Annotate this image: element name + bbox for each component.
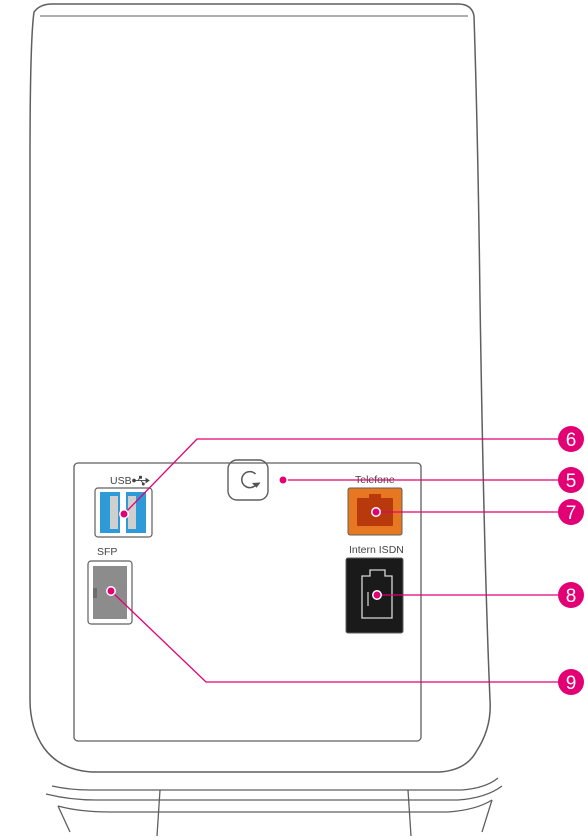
router-base bbox=[45, 777, 503, 837]
router-housing bbox=[29, 3, 491, 773]
telefone-socket-latch bbox=[369, 494, 381, 499]
callout-dot-7 bbox=[371, 507, 381, 517]
callout-dot-8 bbox=[372, 590, 382, 600]
callout-circle-5 bbox=[558, 467, 584, 493]
callout-badge-7: 7 bbox=[558, 499, 584, 525]
port-panel-main bbox=[73, 462, 422, 742]
usb-label: USB bbox=[110, 475, 132, 487]
base-rim-3 bbox=[57, 799, 493, 813]
base-rim-2 bbox=[45, 785, 503, 801]
callout-badge-8: 8 bbox=[558, 582, 584, 608]
callout-line-9 bbox=[110, 590, 560, 683]
callout-circle-7 bbox=[558, 499, 584, 525]
housing-outline bbox=[29, 3, 491, 773]
callout-number-6: 6 bbox=[566, 430, 577, 451]
callout-line-6 bbox=[123, 438, 560, 515]
base-foot-left bbox=[57, 805, 71, 833]
callout-dot-5 bbox=[278, 475, 288, 485]
sfp-label: SFP bbox=[97, 546, 117, 558]
reset-button[interactable] bbox=[227, 459, 269, 501]
callout-badge-5: 5 bbox=[558, 467, 584, 493]
callout-lines bbox=[110, 438, 560, 683]
callout-number-5: 5 bbox=[566, 471, 577, 492]
usb-tongue-left bbox=[110, 496, 118, 529]
callout-badge-9: 9 bbox=[558, 669, 584, 695]
reset-button-frame[interactable] bbox=[227, 459, 269, 501]
base-rim-1 bbox=[51, 777, 499, 791]
usb-tongue-right bbox=[128, 496, 136, 529]
isdn-label: Intern ISDN bbox=[349, 544, 404, 556]
base-stand-left bbox=[156, 789, 161, 837]
reset-arrow-icon bbox=[241, 470, 261, 489]
callout-circle-6 bbox=[558, 426, 584, 452]
isdn-socket-outline bbox=[361, 569, 393, 619]
callout-circle-8 bbox=[558, 582, 584, 608]
callout-badge-6: 6 bbox=[558, 426, 584, 452]
base-foot-right bbox=[481, 799, 493, 833]
usb-symbol-icon bbox=[132, 475, 150, 486]
callout-number-7: 7 bbox=[566, 503, 577, 524]
sfp-slot-notch bbox=[93, 588, 97, 598]
callout-number-9: 9 bbox=[566, 673, 577, 694]
callout-dots bbox=[106, 475, 382, 600]
callout-dot-9 bbox=[106, 586, 116, 596]
base-stand-right bbox=[407, 789, 412, 837]
callout-circle-9 bbox=[558, 669, 584, 695]
callout-dot-6 bbox=[119, 509, 129, 519]
callout-number-8: 8 bbox=[566, 586, 577, 607]
